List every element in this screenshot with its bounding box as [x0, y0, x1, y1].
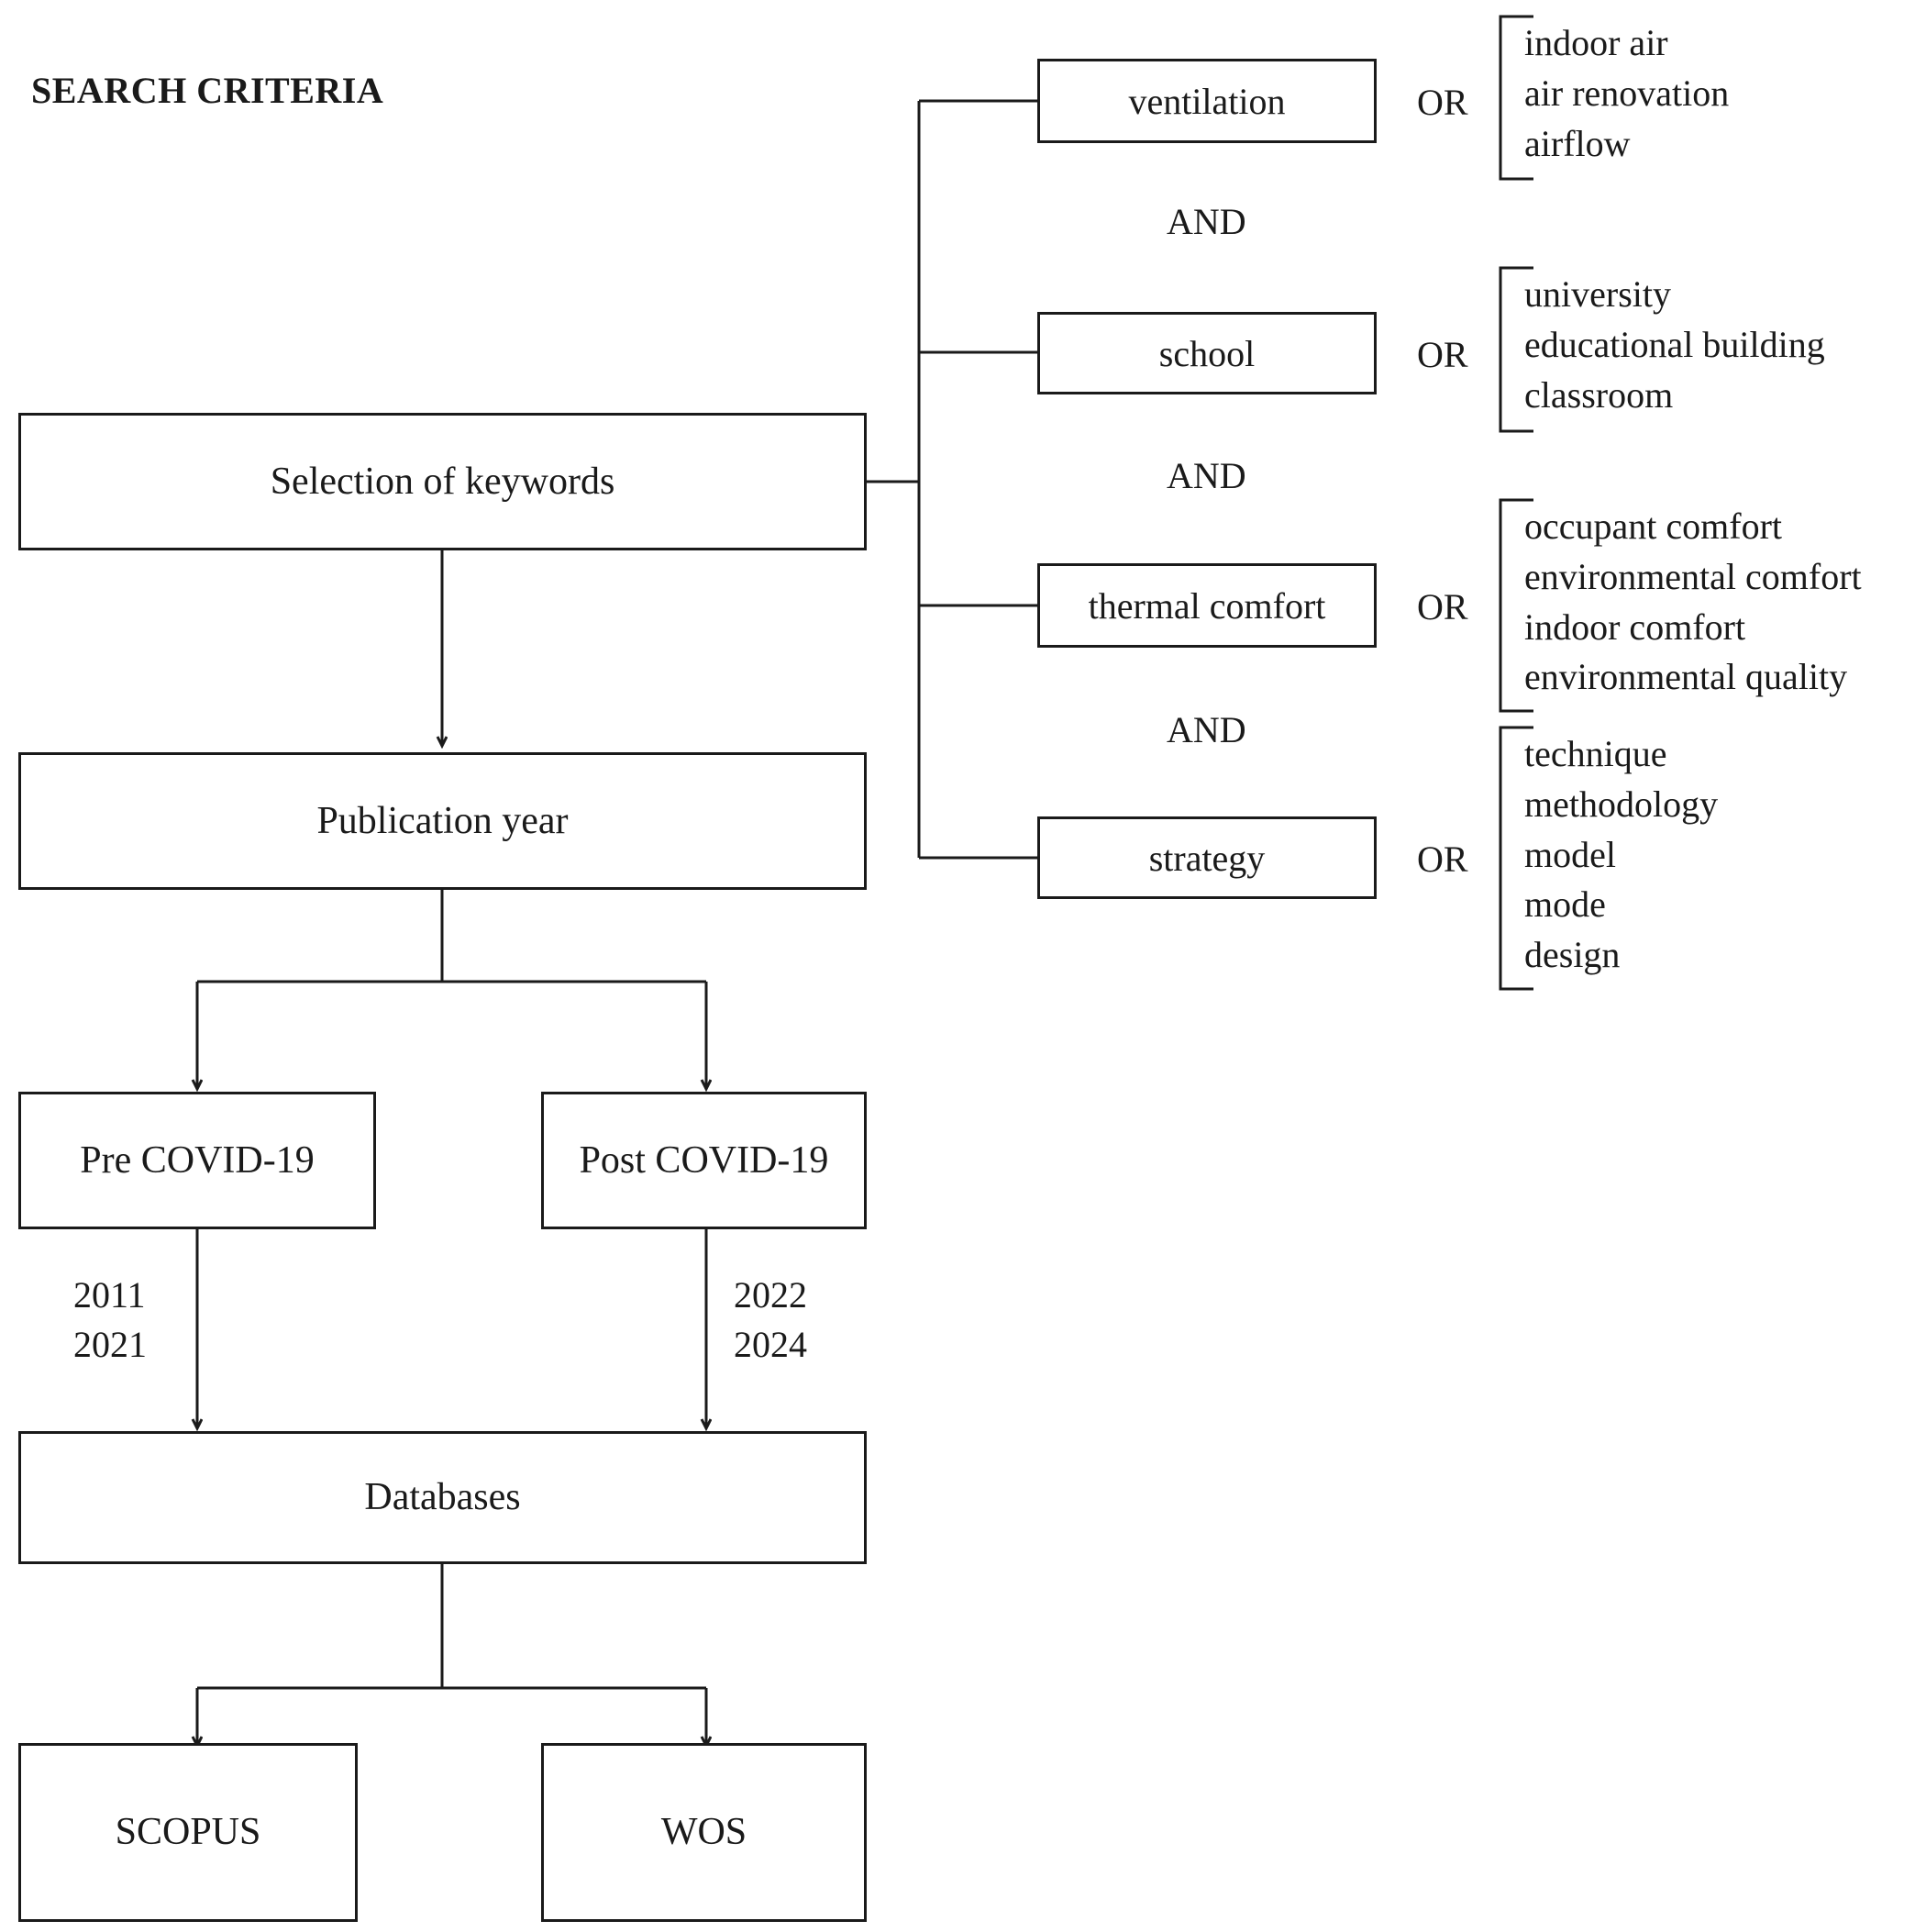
flow-node-publication-year[interactable]: Publication year — [18, 752, 867, 890]
page-title: SEARCH CRITERIA — [31, 70, 384, 111]
synonym-item: environmental comfort — [1524, 555, 1862, 597]
flow-node-label: Post COVID-19 — [579, 1138, 829, 1182]
criteria-keyword-ventilation[interactable]: ventilation — [1037, 59, 1377, 143]
synonym-item: mode — [1524, 883, 1606, 926]
criteria-synonyms-ventilation: indoor air air renovation airflow — [1524, 18, 1729, 169]
or-operator-4: OR — [1417, 838, 1468, 880]
flow-node-label: WOS — [660, 1811, 747, 1854]
flow-node-databases[interactable]: Databases — [18, 1431, 867, 1564]
synonym-item: environmental quality — [1524, 656, 1848, 698]
flow-node-post-covid-19[interactable]: Post COVID-19 — [541, 1092, 867, 1229]
flow-node-scopus[interactable]: SCOPUS — [18, 1743, 358, 1922]
year-pre-from: 2011 — [73, 1274, 146, 1316]
or-operator-3: OR — [1417, 586, 1468, 627]
criteria-keyword-label: strategy — [1148, 837, 1266, 879]
flow-node-label: Pre COVID-19 — [80, 1138, 315, 1182]
criteria-keyword-strategy[interactable]: strategy — [1037, 816, 1377, 899]
synonym-item: classroom — [1524, 373, 1674, 416]
flow-node-label: SCOPUS — [115, 1811, 261, 1854]
criteria-keyword-label: ventilation — [1128, 80, 1286, 122]
criteria-keyword-label: school — [1158, 332, 1256, 374]
flow-node-label: Selection of keywords — [270, 460, 615, 503]
synonym-item: occupant comfort — [1524, 505, 1782, 547]
criteria-keyword-thermal-comfort[interactable]: thermal comfort — [1037, 563, 1377, 648]
synonym-item: technique — [1524, 733, 1667, 774]
synonym-item: indoor air — [1524, 22, 1668, 63]
year-range-pre: 2011 2021 — [73, 1271, 147, 1370]
flow-node-wos[interactable]: WOS — [541, 1743, 867, 1922]
year-pre-to: 2021 — [73, 1324, 147, 1365]
criteria-keyword-label: thermal comfort — [1088, 584, 1326, 627]
or-operator-1: OR — [1417, 82, 1468, 123]
synonym-item: design — [1524, 934, 1621, 976]
synonym-item: air renovation — [1524, 72, 1730, 114]
and-operator-2: AND — [1167, 455, 1246, 496]
year-post-from: 2022 — [734, 1274, 807, 1316]
criteria-synonyms-strategy: technique methodology model mode design — [1524, 729, 1718, 981]
synonym-item: indoor comfort — [1524, 605, 1746, 648]
synonym-item: educational building — [1524, 323, 1825, 365]
criteria-keyword-school[interactable]: school — [1037, 312, 1377, 394]
synonym-item: model — [1524, 833, 1616, 875]
year-range-post: 2022 2024 — [734, 1271, 807, 1370]
flow-node-selection-of-keywords[interactable]: Selection of keywords — [18, 413, 867, 550]
flow-node-label: Publication year — [316, 799, 569, 842]
synonym-item: airflow — [1524, 122, 1631, 164]
synonym-item: university — [1524, 273, 1671, 315]
criteria-synonyms-school: university educational building classroo… — [1524, 270, 1825, 420]
and-operator-3: AND — [1167, 709, 1246, 750]
or-operator-2: OR — [1417, 334, 1468, 375]
year-post-to: 2024 — [734, 1324, 807, 1365]
flow-node-pre-covid-19[interactable]: Pre COVID-19 — [18, 1092, 376, 1229]
criteria-synonyms-thermal-comfort: occupant comfort environmental comfort i… — [1524, 502, 1862, 703]
and-operator-1: AND — [1167, 201, 1246, 242]
synonym-item: methodology — [1524, 783, 1719, 825]
flow-node-label: Databases — [364, 1476, 521, 1519]
